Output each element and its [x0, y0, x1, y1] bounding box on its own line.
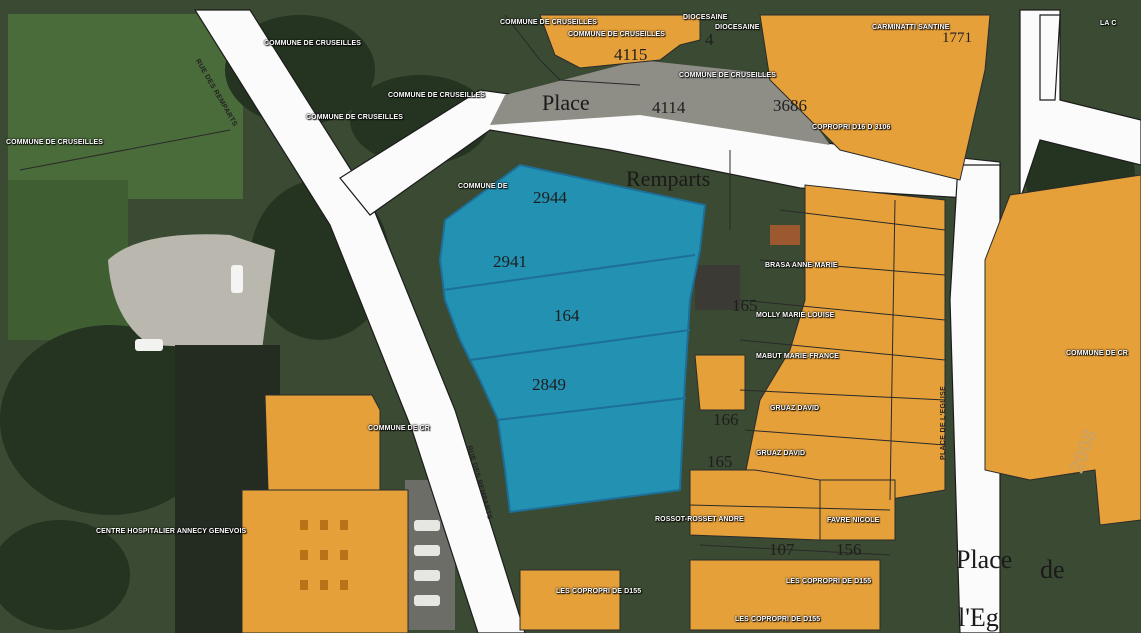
hospital-cars [414, 520, 440, 606]
building-diocesaine [539, 14, 701, 69]
parked-car [135, 339, 163, 351]
building-carminatti [759, 14, 991, 181]
buildings [241, 14, 1141, 633]
hospital-roof-windows [300, 520, 348, 590]
shed-roof [695, 265, 740, 310]
shed-roof [770, 225, 800, 245]
rue-des-remparts [193, 9, 526, 633]
building-hospital-top [264, 394, 381, 491]
parcel-highlight [438, 163, 707, 514]
building-coproprio-bottom [519, 569, 621, 631]
top-right-road [1039, 14, 1061, 101]
building-2008 [984, 174, 1141, 526]
highlighted-parcels [438, 163, 707, 514]
building-left-row [694, 354, 746, 411]
parked-car [231, 265, 243, 293]
building-favre [819, 479, 896, 541]
parcel-lines [19, 14, 946, 556]
building-coproprio-bottom-right [689, 559, 881, 631]
parking-lot [108, 234, 275, 350]
building-hospital-main [241, 489, 409, 633]
grass-field [8, 14, 243, 199]
